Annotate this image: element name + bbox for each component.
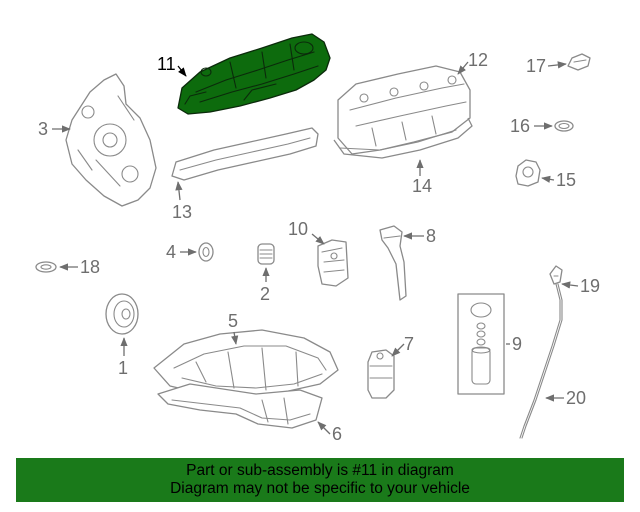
callout-5[interactable]: 5 bbox=[228, 311, 238, 331]
part-11-cylinder-head-cover[interactable] bbox=[177, 33, 331, 115]
part-16-o-ring[interactable] bbox=[554, 120, 574, 132]
leader-15 bbox=[541, 175, 555, 183]
part-13-gasket[interactable] bbox=[171, 127, 319, 181]
callout-19[interactable]: 19 bbox=[580, 276, 600, 296]
callout-14[interactable]: 14 bbox=[412, 176, 432, 196]
leader-17 bbox=[547, 61, 567, 69]
part-2-filter[interactable] bbox=[257, 243, 275, 265]
part-15-plug[interactable] bbox=[515, 159, 541, 187]
part-19-dipstick-handle[interactable] bbox=[549, 265, 563, 285]
callout-13[interactable]: 13 bbox=[172, 202, 192, 222]
callout-11[interactable]: 11 bbox=[157, 54, 176, 74]
part-5-oil-pan-upper[interactable] bbox=[153, 329, 339, 397]
callout-18[interactable]: 18 bbox=[80, 257, 100, 277]
leader-11 bbox=[177, 65, 187, 77]
part-10-module[interactable] bbox=[317, 239, 349, 287]
callout-20[interactable]: 20 bbox=[566, 388, 586, 408]
part-17-cap[interactable] bbox=[567, 53, 591, 71]
part-12-cylinder-head[interactable] bbox=[337, 65, 471, 155]
part-9-filter-kit[interactable] bbox=[457, 293, 505, 395]
callout-7[interactable]: 7 bbox=[404, 334, 414, 354]
callout-9[interactable]: 9 bbox=[512, 334, 522, 354]
callout-12[interactable]: 12 bbox=[468, 50, 488, 70]
callout-16[interactable]: 16 bbox=[510, 116, 530, 136]
part-6-oil-pan-lower[interactable] bbox=[157, 383, 323, 429]
callout-3[interactable]: 3 bbox=[38, 119, 48, 139]
leader-12 bbox=[457, 61, 469, 75]
leader-10 bbox=[311, 233, 325, 245]
callout-4[interactable]: 4 bbox=[166, 242, 176, 262]
info-banner: Part or sub-assembly is #11 in diagram D… bbox=[16, 458, 624, 502]
callout-6[interactable]: 6 bbox=[332, 424, 342, 444]
part-3-timing-cover[interactable] bbox=[65, 73, 157, 207]
part-18-washer[interactable] bbox=[35, 261, 57, 273]
part-1-pulley[interactable] bbox=[105, 293, 139, 335]
banner-line-disclaimer: Diagram may not be specific to your vehi… bbox=[170, 480, 470, 497]
callout-8[interactable]: 8 bbox=[426, 226, 436, 246]
callout-2[interactable]: 2 bbox=[260, 284, 270, 304]
part-4-seal[interactable] bbox=[198, 242, 214, 262]
leader-6 bbox=[317, 421, 331, 435]
banner-line-part: Part or sub-assembly is #11 in diagram bbox=[186, 462, 454, 479]
part-8-tube[interactable] bbox=[379, 225, 407, 301]
callout-15[interactable]: 15 bbox=[556, 170, 576, 190]
leader-19 bbox=[561, 281, 579, 289]
callout-17[interactable]: 17 bbox=[526, 56, 546, 76]
callout-10[interactable]: 10 bbox=[288, 219, 308, 239]
leader-7 bbox=[391, 343, 405, 357]
leader-13 bbox=[175, 181, 183, 201]
part-14-head-gasket[interactable] bbox=[333, 117, 473, 159]
callout-1[interactable]: 1 bbox=[118, 358, 128, 378]
part-7-filter-housing[interactable] bbox=[367, 349, 395, 399]
leader-5 bbox=[231, 331, 239, 345]
part-20-dipstick[interactable] bbox=[519, 283, 563, 439]
